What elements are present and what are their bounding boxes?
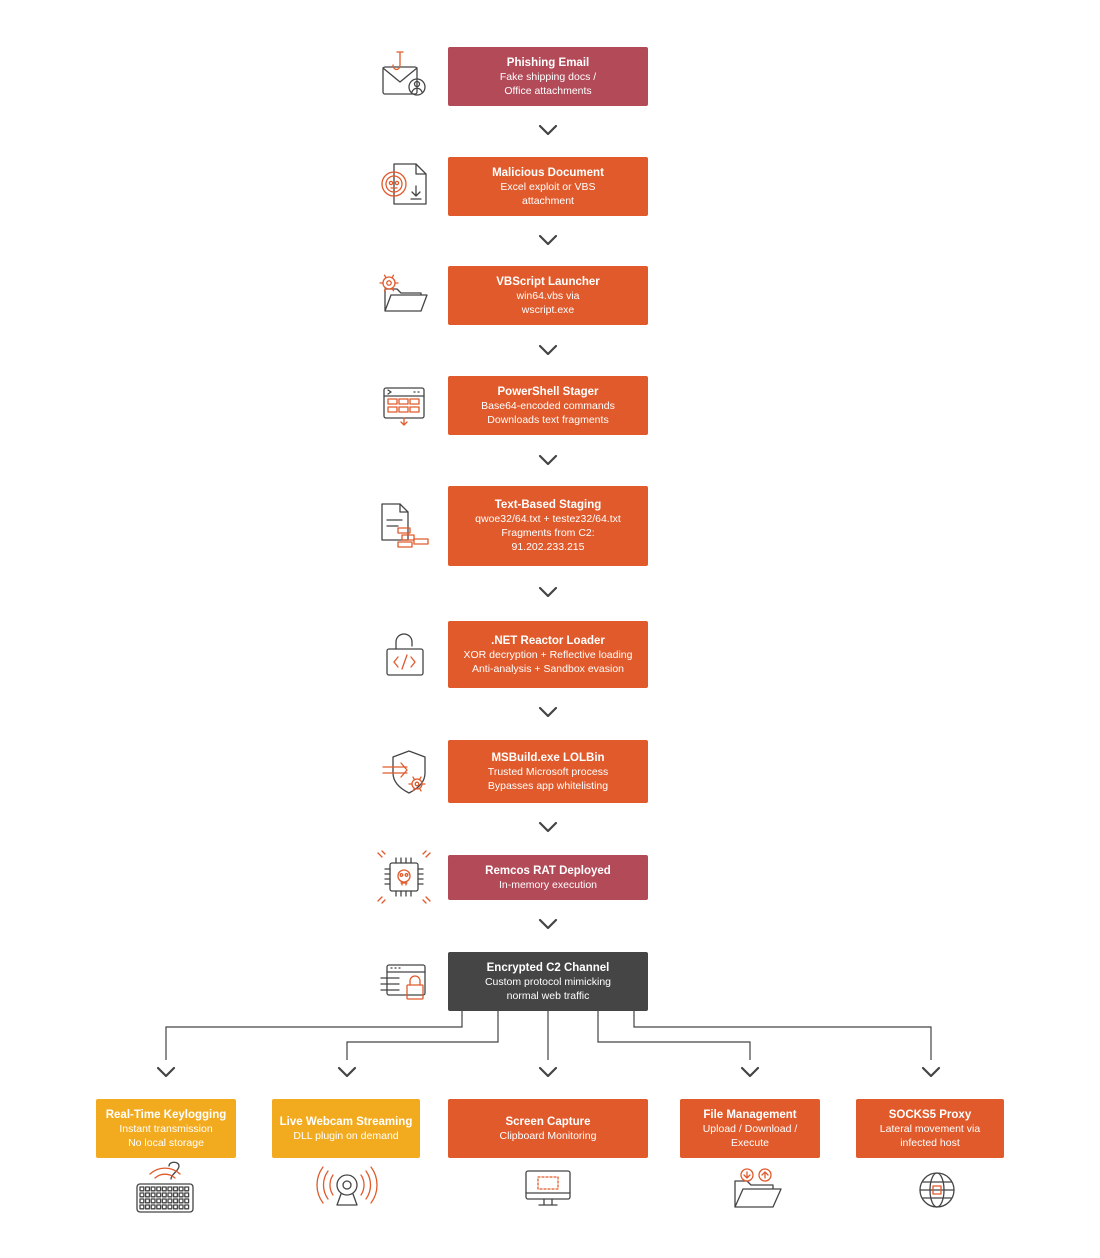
- step-8-title: Remcos RAT Deployed: [485, 864, 611, 877]
- flow-chevron-5: [538, 586, 558, 598]
- capability-1-description-line: Instant transmission: [119, 1122, 213, 1135]
- folder-transfer-icon: [734, 1168, 782, 1208]
- step-3-description-line: win64.vbs via: [516, 289, 580, 302]
- flow-chevron-1: [538, 124, 558, 136]
- globe-icon: [919, 1172, 955, 1208]
- flow-chevron-6: [538, 706, 558, 718]
- monitor-icon: [525, 1170, 571, 1206]
- malicious-document-icon: [381, 163, 427, 205]
- step-9-title: Encrypted C2 Channel: [486, 961, 610, 974]
- step-7-description-line: Bypasses app whitelisting: [487, 779, 609, 792]
- step-6-description-line: XOR decryption + Reflective loading: [463, 648, 633, 661]
- file-fragments-icon: [381, 503, 429, 548]
- folder-gear-icon: [379, 274, 428, 312]
- capability-4-title: File Management: [703, 1108, 797, 1121]
- branch-connector-4: [597, 1011, 751, 1060]
- branch-connector-5: [633, 1011, 932, 1060]
- step-5-title: Text-Based Staging: [494, 499, 602, 511]
- step-1-description-line: Office attachments: [504, 84, 592, 97]
- step-9-description-line: Custom protocol mimicking: [484, 975, 612, 988]
- flow-chevron-3: [538, 344, 558, 356]
- branch-connector-2: [346, 1011, 499, 1060]
- step-4-description-line: Downloads text fragments: [487, 413, 609, 426]
- step-2-title: Malicious Document: [492, 166, 604, 179]
- flow-chevron-8: [538, 918, 558, 930]
- branch-connector-1: [165, 1011, 463, 1060]
- chip-skull-icon: [377, 850, 431, 904]
- phishing-email-icon: [382, 51, 426, 96]
- step-3-title: VBScript Launcher: [496, 275, 600, 288]
- branch-chevron-2: [337, 1066, 357, 1078]
- capability-5-description-line: infected host: [900, 1136, 960, 1149]
- terminal-window-icon: [383, 387, 425, 426]
- step-8-description-line: In-memory execution: [498, 878, 598, 891]
- capability-1-title: Real-Time Keylogging: [105, 1108, 227, 1121]
- step-3-description-line: wscript.exe: [521, 303, 575, 316]
- capability-4-description-line: Execute: [731, 1136, 769, 1149]
- step-4-title: PowerShell Stager: [497, 385, 599, 398]
- step-6-title: .NET Reactor Loader: [491, 634, 605, 647]
- webcam-icon: [316, 1166, 378, 1206]
- capability-5-description-line: Lateral movement via: [879, 1122, 981, 1135]
- capability-3-description-line: Clipboard Monitoring: [499, 1129, 597, 1142]
- step-4-description-line: Base64-encoded commands: [481, 399, 615, 412]
- step-1-description-line: Fake shipping docs /: [499, 70, 597, 83]
- branch-chevron-5: [921, 1066, 941, 1078]
- step-5-description-line: qwoe32/64.txt + testez32/64.txt: [475, 513, 621, 525]
- step-7-description-line: Trusted Microsoft process: [487, 765, 609, 778]
- step-1-title: Phishing Email: [506, 56, 590, 69]
- keyboard-icon: [136, 1161, 194, 1213]
- step-2-description-line: attachment: [522, 194, 574, 207]
- browser-lock-icon: [380, 964, 426, 1000]
- capability-3-title: Screen Capture: [505, 1115, 591, 1128]
- capability-2-title: Live Webcam Streaming: [279, 1115, 413, 1128]
- shield-gear-icon: [382, 750, 426, 794]
- flow-chevron-7: [538, 821, 558, 833]
- flow-chevron-4: [538, 454, 558, 466]
- flow-chevron-2: [538, 234, 558, 246]
- step-7-title: MSBuild.exe LOLBin: [491, 751, 605, 764]
- step-2-description-line: Excel exploit or VBS: [500, 180, 596, 193]
- branch-chevron-4: [740, 1066, 760, 1078]
- step-6-description-line: Anti-analysis + Sandbox evasion: [471, 662, 625, 675]
- capability-5-title: SOCKS5 Proxy: [888, 1108, 972, 1121]
- capability-2-description-line: DLL plugin on demand: [293, 1129, 399, 1142]
- branch-chevron-1: [156, 1066, 176, 1078]
- capability-4-description-line: Upload / Download /: [702, 1122, 798, 1135]
- capability-1-description-line: No local storage: [128, 1136, 204, 1149]
- step-5-description-line: 91.202.233.215: [511, 541, 585, 553]
- step-9-description-line: normal web traffic: [506, 989, 590, 1002]
- step-5-description-line: Fragments from C2:: [501, 527, 595, 539]
- branch-chevron-3: [538, 1066, 558, 1078]
- step-5-box: Text-Based Staging qwoe32/64.txt + testez…: [448, 486, 648, 566]
- unlocked-code-icon: [386, 633, 424, 676]
